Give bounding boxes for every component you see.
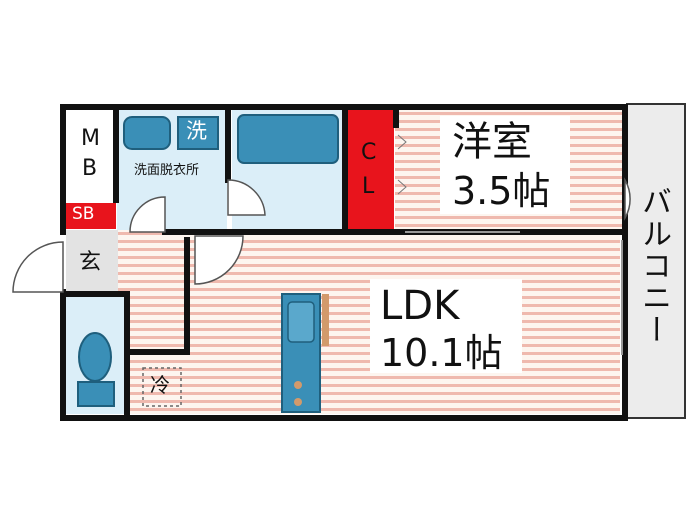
ldk-room-name: LDK	[380, 283, 460, 329]
mb-label-top: M	[81, 126, 100, 151]
mb-area	[66, 108, 116, 200]
fridge-space	[142, 367, 182, 407]
closet-fold-door	[397, 179, 407, 195]
stove-burner-icon	[294, 381, 302, 389]
doors	[12, 177, 631, 293]
washroom-label: 洗面脱衣所	[134, 163, 200, 178]
hall-door	[194, 235, 244, 285]
sink-icon	[123, 116, 171, 150]
washer-icon	[177, 116, 219, 150]
bathtub-icon	[237, 114, 339, 164]
toilet-bowl-icon	[78, 332, 112, 382]
entrance-door	[12, 241, 64, 293]
entrance-floor	[66, 230, 118, 292]
closet-label-bottom: L	[362, 174, 375, 199]
closet	[348, 108, 394, 230]
toilet-tank-icon	[77, 381, 115, 407]
sb-label: SB	[72, 204, 95, 224]
ldk-label-bg	[370, 279, 522, 373]
closet-label-top: C	[361, 140, 377, 165]
bath-door	[227, 179, 266, 216]
western-label-bg	[440, 116, 570, 214]
entrance-label: 玄	[79, 250, 102, 275]
mb-label-bottom: B	[82, 156, 98, 181]
kitchen-floor	[130, 352, 280, 414]
counter-edge	[322, 294, 329, 346]
western-room-name: 洋室	[452, 119, 532, 165]
sb-badge	[66, 203, 116, 229]
washroom-label-bg	[130, 161, 224, 181]
western-room-size: 3.5帖	[452, 169, 551, 213]
ldk-room-size: 10.1帖	[380, 331, 503, 375]
balcony-label: バルコニー	[636, 186, 671, 346]
washroom-door	[129, 196, 166, 233]
washer-label: 洗	[186, 119, 207, 143]
closet-fold-door	[397, 134, 407, 150]
fridge-label: 冷	[150, 373, 170, 397]
balcony-door	[624, 177, 631, 221]
kitchen-sink-icon	[287, 301, 315, 343]
stove-burner-icon	[294, 398, 302, 406]
